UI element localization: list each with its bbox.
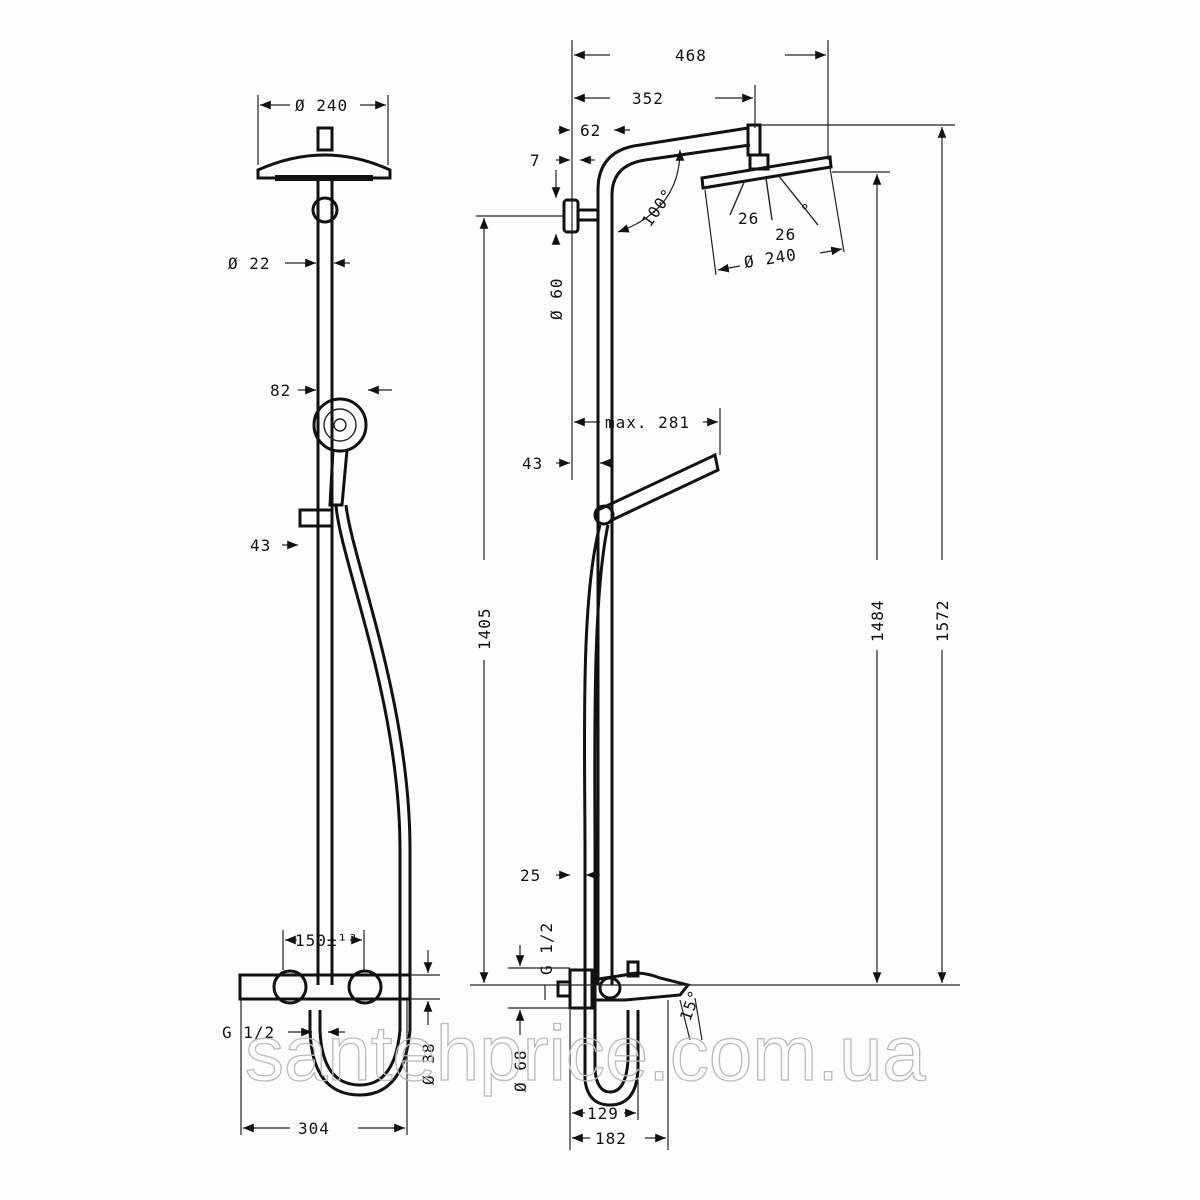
dim-inlet-thread: G 1/2 xyxy=(222,1023,275,1042)
dim-side-mixer-diameter: Ø 68 xyxy=(511,1049,530,1092)
thermostat-mixer-front xyxy=(238,973,412,1001)
dim-height-bracket: 1405 xyxy=(475,607,494,650)
dim-bracket-diameter: Ø 60 xyxy=(547,277,566,320)
dim-head-angle: 100° xyxy=(638,185,678,231)
dim-hand-shower-width: 82 xyxy=(270,381,291,400)
dim-side-inlet-thread: G 1/2 xyxy=(537,922,556,975)
hand-shower-side xyxy=(597,452,720,522)
mixer-wall-plate xyxy=(568,968,594,1010)
dim-side-head-diameter: Ø 240 xyxy=(743,245,798,272)
dim-spray-angle-a: 26 xyxy=(738,209,759,228)
watermark: santehprice.com.ua xyxy=(245,1009,926,1097)
dim-total-width: 304 xyxy=(298,1119,330,1138)
overhead-shower-front xyxy=(256,153,392,180)
dim-spout-reach-a: 129 xyxy=(587,1104,619,1123)
side-view: 468 352 62 7 Ø 60 100° 26 26 ° Ø 240 max… xyxy=(470,40,960,1150)
dim-spray-angle-b: 26 xyxy=(775,225,796,244)
dim-outer-reach: 468 xyxy=(675,46,707,65)
dim-pipe-diameter: Ø 22 xyxy=(228,254,271,273)
dim-bracket-gap: 7 xyxy=(530,151,541,170)
dim-holder-offset: 43 xyxy=(250,536,271,555)
dim-side-holder-offset: 43 xyxy=(522,454,543,473)
dim-head-diameter: Ø 240 xyxy=(295,96,348,115)
dim-height-head: 1484 xyxy=(868,599,887,642)
dim-spray-angle-c: ° xyxy=(800,201,811,220)
hand-shower-front xyxy=(312,397,368,453)
hand-shower-holder-front xyxy=(298,508,334,528)
dim-arm-reach: 352 xyxy=(632,89,664,108)
head-connector xyxy=(316,126,334,152)
dim-hand-shower-reach: max. 281 xyxy=(605,413,690,432)
dim-handle-spacing: 150±¹² xyxy=(295,931,359,950)
overhead-shower-side xyxy=(700,155,833,190)
wall-bracket-front xyxy=(311,196,339,224)
dim-rail-offset: 25 xyxy=(520,866,541,885)
front-view: Ø 240 Ø 22 82 43 150±¹² G 1/2 Ø 38 304 xyxy=(222,95,440,1138)
dim-bracket-offset: 62 xyxy=(580,121,601,140)
dim-mixer-diameter: Ø 38 xyxy=(419,1042,438,1085)
dim-spout-reach-b: 182 xyxy=(595,1129,627,1148)
dim-height-total: 1572 xyxy=(933,599,952,642)
wall-bracket-side xyxy=(562,198,580,234)
